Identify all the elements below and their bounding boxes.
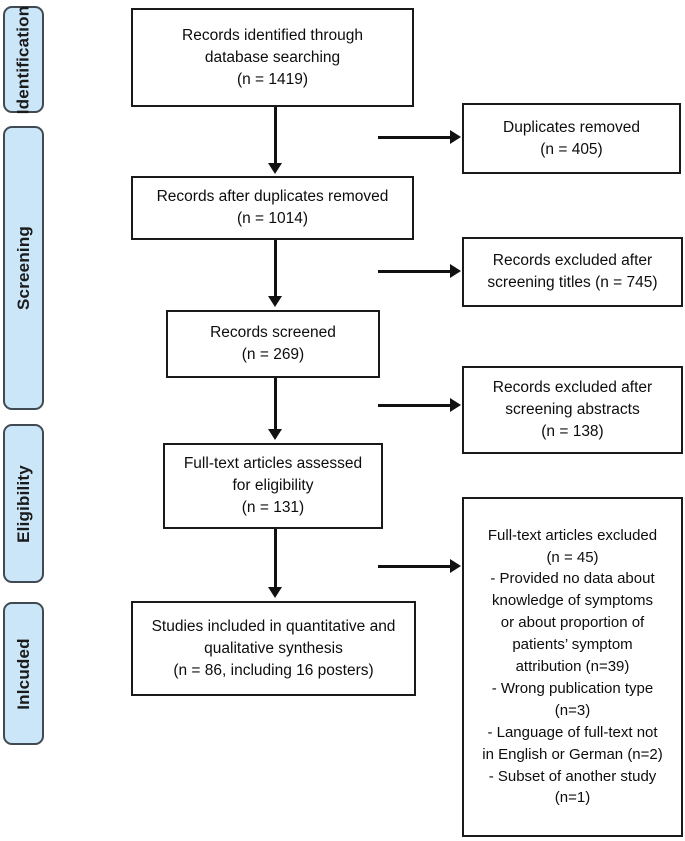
box-line: (n = 405) bbox=[540, 140, 603, 158]
box-line: - Subset of another study bbox=[488, 767, 657, 785]
stage-identification-label: Identification bbox=[13, 5, 33, 114]
box-line: qualitative synthesis bbox=[204, 639, 343, 657]
box-line: (n = 1014) bbox=[236, 210, 309, 227]
box-line: for eligibility bbox=[232, 477, 314, 494]
connector-screened-to-fulltext bbox=[274, 378, 277, 431]
arrowhead-down-3 bbox=[268, 429, 282, 440]
box-excluded-full-text: Full-text articles excluded (n = 45) - P… bbox=[462, 497, 683, 837]
box-line: - Language of full-text not bbox=[487, 723, 658, 741]
stage-screening-label: Screening bbox=[13, 226, 33, 310]
arrowhead-right-4 bbox=[450, 559, 461, 573]
connector-to-excluded-titles bbox=[378, 270, 452, 273]
box-records-screened: Records screened (n = 269) bbox=[166, 310, 380, 378]
box-records-identified: Records identified through database sear… bbox=[131, 8, 414, 107]
box-excluded-abstracts: Records excluded after screening abstrac… bbox=[462, 366, 683, 454]
box-line: Records after duplicates removed bbox=[156, 188, 389, 205]
stage-included: Inlcuded bbox=[3, 602, 44, 745]
box-line: (n = 1419) bbox=[236, 70, 309, 88]
arrowhead-down-1 bbox=[268, 163, 282, 174]
box-line: screening abstracts bbox=[505, 401, 640, 418]
arrowhead-down-2 bbox=[268, 296, 282, 307]
box-line: (n=3) bbox=[554, 701, 591, 719]
box-line: screening titles (n = 745) bbox=[487, 274, 658, 291]
box-line: Records excluded after bbox=[492, 379, 653, 396]
box-records-after-duplicates: Records after duplicates removed (n = 10… bbox=[131, 176, 414, 240]
connector-to-duplicates-removed bbox=[378, 136, 452, 139]
box-line: attribution (n=39) bbox=[515, 658, 630, 676]
box-line: or about proportion of bbox=[500, 614, 645, 632]
arrowhead-right-1 bbox=[450, 130, 461, 144]
connector-afterdup-to-screened bbox=[274, 240, 277, 298]
box-excluded-titles: Records excluded after screening titles … bbox=[462, 237, 683, 307]
box-line: patients’ symptom bbox=[512, 636, 633, 654]
stage-included-label: Inlcuded bbox=[13, 637, 33, 710]
box-line: (n = 131) bbox=[241, 499, 305, 516]
box-line: (n = 269) bbox=[241, 346, 305, 363]
box-studies-included: Studies included in quantitative and qua… bbox=[131, 601, 416, 696]
box-line: Records excluded after bbox=[492, 252, 653, 269]
stage-eligibility: Eligibility bbox=[3, 424, 44, 583]
connector-to-excluded-abstracts bbox=[378, 404, 452, 407]
box-line: (n = 86, including 16 posters) bbox=[173, 661, 374, 679]
arrowhead-right-3 bbox=[450, 398, 461, 412]
stage-identification: Identification bbox=[3, 5, 44, 114]
box-line: Duplicates removed bbox=[503, 118, 640, 136]
box-line: (n=1) bbox=[554, 789, 591, 807]
box-line: knowledge of symptoms bbox=[492, 592, 653, 610]
box-line: Full-text articles excluded bbox=[487, 526, 658, 544]
box-duplicates-removed: Duplicates removed (n = 405) bbox=[462, 103, 681, 174]
box-line: database searching bbox=[204, 48, 341, 66]
box-line: in English or German (n=2) bbox=[482, 745, 663, 763]
box-line: Records screened bbox=[210, 324, 336, 341]
stage-eligibility-label: Eligibility bbox=[13, 464, 33, 543]
box-line: - Wrong publication type bbox=[491, 679, 654, 697]
box-line: (n = 45) bbox=[546, 548, 599, 566]
box-line: Studies included in quantitative and bbox=[151, 617, 396, 635]
connector-identified-to-afterdup bbox=[274, 107, 277, 165]
box-line: Records identified through bbox=[182, 26, 363, 44]
box-line: - Provided no data about bbox=[490, 570, 655, 588]
arrowhead-down-4 bbox=[268, 587, 282, 598]
connector-fulltext-to-included bbox=[274, 529, 277, 589]
box-line: Full-text articles assessed bbox=[183, 455, 363, 472]
arrowhead-right-2 bbox=[450, 264, 461, 278]
connector-to-excluded-full-text bbox=[378, 565, 452, 568]
stage-screening: Screening bbox=[3, 126, 44, 410]
box-line: (n = 138) bbox=[541, 423, 604, 440]
box-full-text-assessed: Full-text articles assessed for eligibil… bbox=[163, 443, 383, 529]
